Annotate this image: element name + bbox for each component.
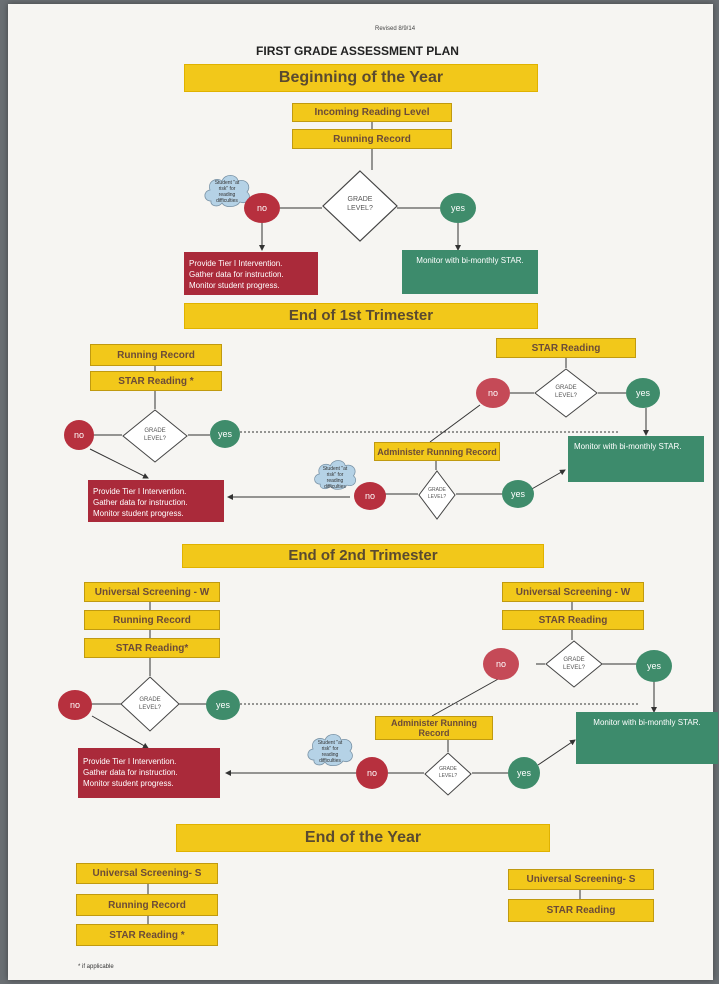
t2-box-running-record: Running Record <box>84 610 220 630</box>
t1-box-star-reading-right: STAR Reading <box>496 338 636 358</box>
t2-tier-line-3: Monitor student progress. <box>83 779 174 788</box>
t1-administer-running-record: Administer Running Record <box>374 442 500 461</box>
t1-tier-line-2: Gather data for instruction. <box>93 498 188 507</box>
t2-right-yes-circle: yes <box>636 650 672 682</box>
box-incoming-reading-level: Incoming Reading Level <box>292 103 452 122</box>
t2-lower-yes-circle: yes <box>508 757 540 789</box>
tier-line-2: Gather data for instruction. <box>189 270 284 279</box>
t2-box-star-reading: STAR Reading* <box>84 638 220 658</box>
t2-left-no-circle: no <box>58 690 92 720</box>
t2-monitor-box: Monitor with bi-monthly STAR. <box>576 712 718 764</box>
eoy-box-universal-screening-s: Universal Screening- S <box>76 863 218 884</box>
t1-lower-diamond <box>418 470 456 520</box>
t1-right-no-circle: no <box>476 378 510 408</box>
t1-lower-yes-circle: yes <box>502 480 534 508</box>
page-title: FIRST GRADE ASSESSMENT PLAN <box>256 44 459 58</box>
banner-end-of-year: End of the Year <box>176 824 550 852</box>
eoy-box-running-record: Running Record <box>76 894 218 916</box>
yes-circle: yes <box>440 193 476 223</box>
t1-tier-intervention-box: Provide Tier I Intervention. Gather data… <box>88 480 224 522</box>
t1-cloud-at-risk-note: Student "at risk" for reading difficulti… <box>311 456 359 492</box>
footnote: * if applicable <box>78 964 114 970</box>
t1-right-yes-circle: yes <box>626 378 660 408</box>
grade-level-diamond <box>322 170 398 242</box>
t2-box-universal-screening-w: Universal Screening - W <box>84 582 220 602</box>
t2-cloud-text: Student "at risk" for reading difficulti… <box>317 740 343 764</box>
t2-tier-line-2: Gather data for instruction. <box>83 768 178 777</box>
monitor-box: Monitor with bi-monthly STAR. <box>402 250 538 294</box>
cloud-text: Student "at risk" for reading difficulti… <box>214 180 240 204</box>
t1-monitor-box: Monitor with bi-monthly STAR. <box>568 436 704 482</box>
t2-right-no-circle: no <box>483 648 519 680</box>
t1-tier-line-3: Monitor student progress. <box>93 509 184 518</box>
cloud-at-risk-note: Student "at risk" for reading difficulti… <box>201 171 253 209</box>
t2-tier-intervention-box: Provide Tier I Intervention. Gather data… <box>78 748 220 798</box>
banner-end-1st-trimester: End of 1st Trimester <box>184 303 538 329</box>
t1-right-grade-label: GRADE LEVEL? <box>554 385 578 399</box>
t2-left-diamond <box>120 676 180 732</box>
box-running-record: Running Record <box>292 129 452 149</box>
t2-right-grade-label: GRADE LEVEL? <box>562 657 586 671</box>
t2-administer-running-record: Administer Running Record <box>375 716 493 740</box>
t1-box-running-record: Running Record <box>90 344 222 366</box>
t2-tier-line-1: Provide Tier I Intervention. <box>83 757 177 766</box>
t2-cloud-at-risk-note: Student "at risk" for reading difficulti… <box>304 730 356 768</box>
t1-left-no-circle: no <box>64 420 94 450</box>
eoy-box-star-reading-right: STAR Reading <box>508 899 654 922</box>
t2-left-grade-label: GRADE LEVEL? <box>138 697 162 711</box>
t2-box-star-reading-right: STAR Reading <box>502 610 644 630</box>
t2-lower-no-circle: no <box>356 757 388 789</box>
t2-box-universal-screening-w-right: Universal Screening - W <box>502 582 644 602</box>
no-circle: no <box>244 193 280 223</box>
t2-right-diamond <box>545 640 603 688</box>
grade-level-label: GRADE LEVEL? <box>347 196 373 212</box>
t2-lower-diamond <box>424 752 472 796</box>
t1-right-diamond <box>534 368 598 418</box>
tier-line-3: Monitor student progress. <box>189 281 280 290</box>
t2-left-yes-circle: yes <box>206 690 240 720</box>
tier-intervention-box: Provide Tier I Intervention. Gather data… <box>184 252 318 295</box>
t1-box-star-reading: STAR Reading * <box>90 371 222 391</box>
t1-cloud-text: Student "at risk" for reading difficulti… <box>322 466 348 490</box>
revised-date: Revised 8/9/14 <box>375 26 416 32</box>
eoy-box-universal-screening-s-right: Universal Screening- S <box>508 869 654 890</box>
eoy-box-star-reading: STAR Reading * <box>76 924 218 946</box>
banner-beginning-of-year: Beginning of the Year <box>184 64 538 92</box>
t1-lower-grade-label: GRADE LEVEL? <box>427 487 447 500</box>
t1-lower-no-circle: no <box>354 482 386 510</box>
t1-left-diamond <box>122 409 188 463</box>
banner-end-2nd-trimester: End of 2nd Trimester <box>182 544 544 568</box>
t1-left-yes-circle: yes <box>210 420 240 448</box>
t1-left-grade-label: GRADE LEVEL? <box>143 428 167 442</box>
t1-tier-line-1: Provide Tier I Intervention. <box>93 487 187 496</box>
tier-line-1: Provide Tier I Intervention. <box>189 259 283 268</box>
t2-lower-grade-label: GRADE LEVEL? <box>438 766 458 779</box>
